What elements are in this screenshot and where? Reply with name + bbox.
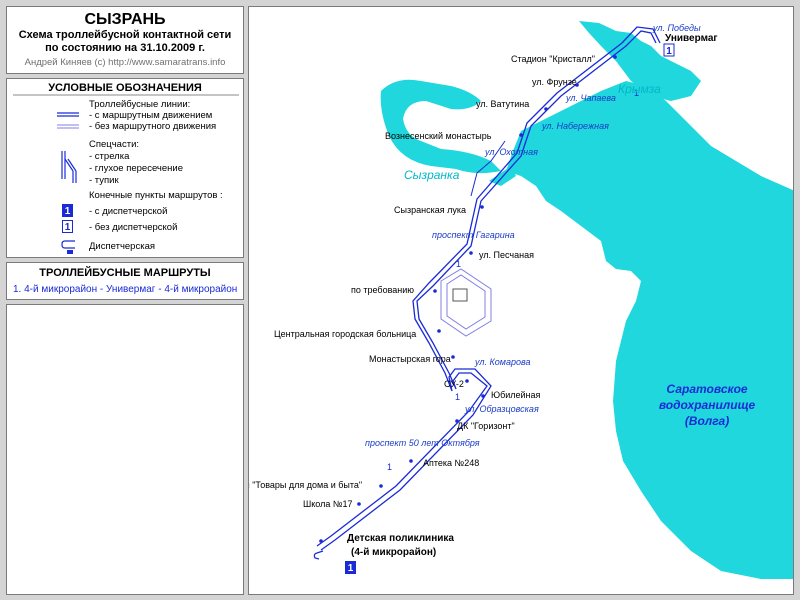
legend-terminals-title: Конечные пункты маршрутов : [89, 190, 223, 201]
legend-terminal-nodispatch: - без диспетчерской [89, 222, 178, 233]
terminal-detskaya[interactable]: 1 Детская поликлиника (4-й микрорайон) [313, 533, 454, 574]
svg-text:1: 1 [387, 462, 392, 472]
stop-labels: Стадион "Кристалл" ул. Фрунзе ул. Ватути… [249, 54, 595, 509]
special-parts-icon [61, 151, 77, 183]
legend-symbols: 1 1 [13, 94, 239, 254]
stop-peschanaya: ул. Песчаная [479, 250, 534, 260]
routes-panel: ТРОЛЛЕЙБУСНЫЕ МАРШРУТЫ 1. 4-й микрорайон… [6, 262, 244, 300]
river-krymza: Крымза [618, 82, 661, 96]
krymza-river [579, 21, 701, 101]
stop-jubilee: Юбилейная [491, 390, 541, 400]
legend-terminal-dispatch: - с диспетчерской [89, 206, 168, 217]
terminal-north-label: Универмаг [665, 33, 718, 44]
stop-horizon: ДК "Горизонт" [457, 421, 515, 431]
stop-monastery: Вознесенский монастырь [385, 131, 492, 141]
svg-text:ул. Образцовская: ул. Образцовская [464, 404, 539, 414]
svg-text:ул. Охотная: ул. Охотная [484, 147, 538, 157]
terminal-south-label-2: (4-й микрорайон) [351, 547, 436, 558]
svg-text:1: 1 [348, 563, 354, 574]
depot-loop [440, 268, 492, 337]
terminal-dispatch-icon: 1 [62, 204, 73, 217]
author-credit: Андрей Киняев (c) http://www.samaratrans… [24, 57, 226, 68]
legend-line-active: - с маршрутным движением [89, 110, 213, 121]
line-active-icon [57, 112, 79, 117]
stop-frunze: ул. Фрунзе [532, 77, 577, 87]
street-labels: ул. Победы ул. Чапаева ул. Набережная ул… [365, 23, 701, 448]
dispatch-office-icon [61, 240, 75, 254]
svg-text:ул. Комарова: ул. Комарова [474, 357, 530, 367]
route-number-marks: 1 1 1 1 [387, 88, 639, 472]
svg-text:1: 1 [65, 222, 71, 233]
title-panel: СЫЗРАНЬ Схема троллейбусной контактной с… [6, 6, 244, 74]
line-inactive-icon [57, 124, 79, 129]
terminal-nodispatch-icon: 1 [62, 220, 73, 233]
stop-stadium: Стадион "Кристалл" [511, 54, 595, 64]
reservoir-label: Саратовское водохранилище (Волга) [659, 382, 756, 428]
map-subtitle: Схема троллейбусной контактной сети [18, 29, 232, 41]
svg-text:1: 1 [666, 46, 672, 57]
water-bodies [380, 21, 793, 579]
stop-su2: СУ-2 [444, 379, 464, 389]
svg-text:1: 1 [634, 88, 639, 98]
stop-markers [319, 55, 617, 543]
legend-switch: - стрелка [89, 151, 130, 162]
legend-title: УСЛОВНЫЕ ОБОЗНАЧЕНИЯ [48, 82, 202, 94]
svg-text:Саратовское: Саратовское [666, 382, 748, 396]
stop-school: Школа №17 [303, 499, 353, 509]
legend-deadend: - тупик [89, 175, 119, 186]
legend-dispatch: Диспетчерская [89, 241, 156, 252]
route-1-item[interactable]: 1. 4-й микрорайон - Универмаг - 4-й микр… [13, 284, 238, 295]
stop-luka: Сызранская лука [394, 205, 466, 215]
stop-pharmacy: Аптека №248 [423, 458, 479, 468]
svg-text:ул. Победы: ул. Победы [652, 23, 701, 33]
route-1-line [316, 26, 661, 551]
stop-request: по требованию [351, 285, 414, 295]
stop-hospital: Центральная городская больница [274, 329, 416, 339]
saratov-reservoir [506, 81, 793, 579]
trolleybus-map: 1 Универмаг 1 Детская поликлиника (4-й м… [249, 21, 793, 579]
terminal-univermag[interactable]: 1 Универмаг [663, 33, 718, 57]
legend-line-inactive: - без маршрутного движения [89, 121, 217, 132]
legend-crossing: - глухое пересечение [89, 163, 183, 174]
legend-panel: УСЛОВНЫЕ ОБОЗНАЧЕНИЯ 1 1 [6, 78, 244, 258]
legend-special-title: Спецчасти: [89, 139, 140, 150]
map-panel: 1 Универмаг 1 Детская поликлиника (4-й м… [248, 6, 794, 595]
blank-panel [6, 304, 244, 595]
svg-text:1: 1 [65, 206, 71, 217]
svg-text:ул. Чапаева: ул. Чапаева [565, 93, 616, 103]
river-syzranka: Сызранка [404, 168, 460, 182]
stop-mountain: Монастырская гора [369, 354, 451, 364]
svg-text:1: 1 [456, 259, 461, 269]
syzranka-river [380, 79, 501, 174]
svg-text:водохранилище: водохранилище [659, 398, 756, 412]
map-date: по состоянию на 31.10.2009 г. [45, 42, 205, 54]
svg-text:проспект 50 лет Октября: проспект 50 лет Октября [365, 438, 480, 448]
stop-shop: Магазин "Товары для дома и быта" [249, 480, 362, 490]
routes-title: ТРОЛЛЕЙБУСНЫЕ МАРШРУТЫ [39, 267, 211, 279]
terminal-south-label-1: Детская поликлиника [347, 533, 454, 544]
svg-text:проспект Гагарина: проспект Гагарина [432, 230, 515, 240]
svg-text:(Волга): (Волга) [685, 414, 729, 428]
stop-vatutina: ул. Ватутина [476, 99, 529, 109]
city-title: СЫЗРАНЬ [84, 11, 166, 28]
svg-text:1: 1 [455, 392, 460, 402]
legend-lines-title: Троллейбусные линии: [89, 99, 191, 110]
svg-text:ул. Набережная: ул. Набережная [541, 121, 609, 131]
